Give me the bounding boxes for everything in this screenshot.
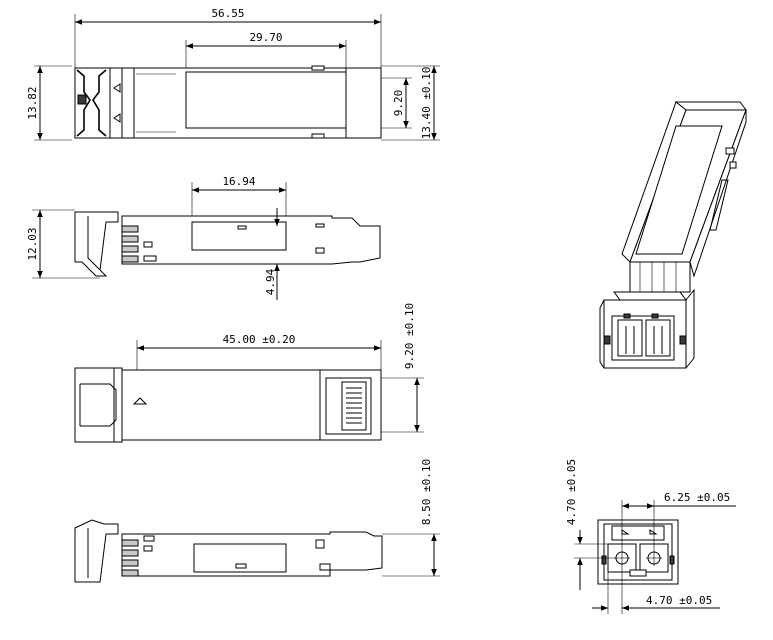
dim-side-height: 12.03	[26, 227, 39, 260]
arrow-mark-icon	[113, 113, 121, 123]
orientation-mark-icon	[132, 397, 148, 405]
bottom-view: 45.00 ±0.20 9.20 ±0.10	[74, 303, 424, 443]
dim-side-2-height: 8.50 ±0.10	[420, 459, 433, 525]
dim-label-length: 29.70	[249, 31, 282, 44]
dim-side-offset: 4.94	[264, 268, 277, 295]
side-view: 16.94 12.03 4.94	[26, 175, 381, 300]
dim-side-label-length: 16.94	[222, 175, 255, 188]
arrow-mark-icon	[113, 83, 121, 93]
dim-overall-length: 56.55	[211, 7, 244, 20]
dim-bottom-width: 9.20 ±0.10	[403, 303, 416, 369]
dim-bottom-length: 45.00 ±0.20	[223, 333, 296, 346]
end-view: 4.70 ±0.05 6.25 ±0.05 4.70 ±0.05	[565, 459, 736, 614]
dim-total-height: 13.82	[26, 86, 39, 119]
top-view: 56.55 29.70 13.82 9.20 13.	[26, 7, 440, 141]
isometric-view	[599, 101, 747, 369]
dim-outer-height: 13.40 ±0.10	[420, 67, 433, 140]
iso-label-window	[635, 125, 723, 255]
label-window	[185, 71, 347, 129]
dim-inner-height: 9.20	[392, 90, 405, 117]
dim-end-vertical: 4.70 ±0.05	[565, 459, 578, 525]
side-view-2: 8.50 ±0.10	[74, 459, 440, 583]
dim-end-pitch: 6.25 ±0.05	[664, 491, 730, 504]
dim-end-horizontal: 4.70 ±0.05	[646, 594, 712, 607]
